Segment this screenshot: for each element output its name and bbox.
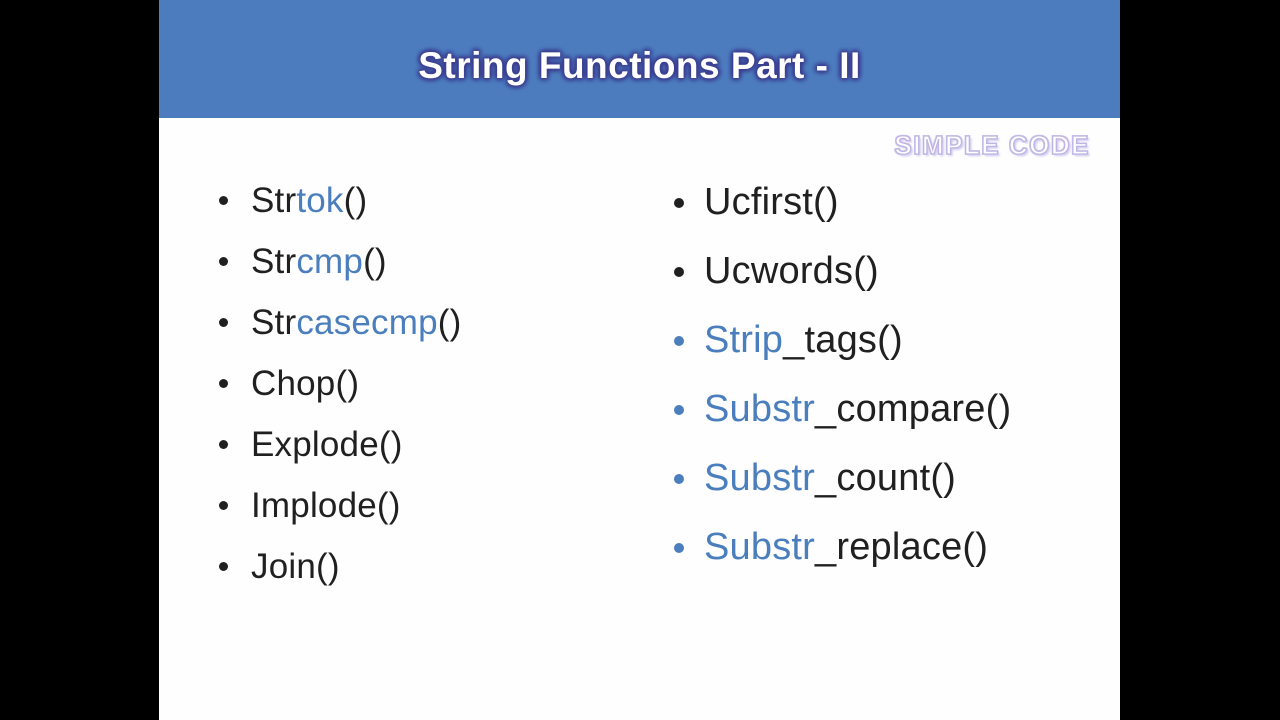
- bullet-icon: [219, 318, 228, 327]
- bullet-icon: [674, 266, 684, 277]
- bullet-icon: [674, 542, 684, 553]
- function-name: Strcasecmp(): [251, 302, 462, 342]
- function-name: Explode(): [251, 424, 403, 464]
- function-list-item: Substr_replace(): [674, 513, 1011, 582]
- function-name: Strip_tags(): [704, 319, 903, 361]
- bullet-icon: [219, 440, 228, 449]
- presentation-slide: String Functions Part - II SIMPLE CODE S…: [159, 0, 1120, 720]
- function-list-item: Strcasecmp(): [219, 292, 462, 353]
- function-name: Implode(): [251, 485, 401, 525]
- bullet-icon: [219, 196, 228, 205]
- function-list-item: Strtok(): [219, 170, 462, 231]
- function-name: Ucfirst(): [704, 181, 839, 223]
- letterbox-right: [1120, 0, 1280, 720]
- function-list-item: Substr_compare(): [674, 375, 1011, 444]
- function-list-item: Strcmp(): [219, 231, 462, 292]
- function-name: Chop(): [251, 363, 360, 403]
- function-name: Join(): [251, 546, 340, 586]
- function-name: Substr_compare(): [704, 388, 1012, 430]
- function-name: Strtok(): [251, 180, 368, 220]
- watermark-text: SIMPLE CODE: [894, 129, 1090, 160]
- bullet-icon: [219, 379, 228, 388]
- function-list-item: Ucfirst(): [674, 168, 1011, 237]
- letterbox-left: [0, 0, 159, 720]
- bullet-icon: [674, 473, 684, 484]
- function-list-right: Ucfirst() Ucwords() Strip_tags() Substr_com…: [674, 168, 1011, 582]
- function-name: Substr_count(): [704, 457, 957, 499]
- bullet-icon: [219, 257, 228, 266]
- function-list-item: Strip_tags(): [674, 306, 1011, 375]
- bullet-icon: [674, 335, 684, 346]
- function-list-item: Implode(): [219, 475, 462, 536]
- function-name: Substr_replace(): [704, 526, 989, 568]
- function-name: Strcmp(): [251, 241, 387, 281]
- slide-title: String Functions Part - II: [418, 45, 861, 86]
- bullet-icon: [219, 562, 228, 571]
- bullet-icon: [674, 404, 684, 415]
- bullet-icon: [674, 197, 684, 208]
- function-list-left: Strtok() Strcmp() Strcasecmp() Chop() Explod…: [219, 170, 462, 597]
- function-list-item: Ucwords(): [674, 237, 1011, 306]
- function-name: Ucwords(): [704, 250, 879, 292]
- function-list-item: Join(): [219, 536, 462, 597]
- bullet-icon: [219, 501, 228, 510]
- function-list-item: Substr_count(): [674, 444, 1011, 513]
- function-list-item: Chop(): [219, 353, 462, 414]
- title-bar: String Functions Part - II: [159, 0, 1120, 118]
- function-list-item: Explode(): [219, 414, 462, 475]
